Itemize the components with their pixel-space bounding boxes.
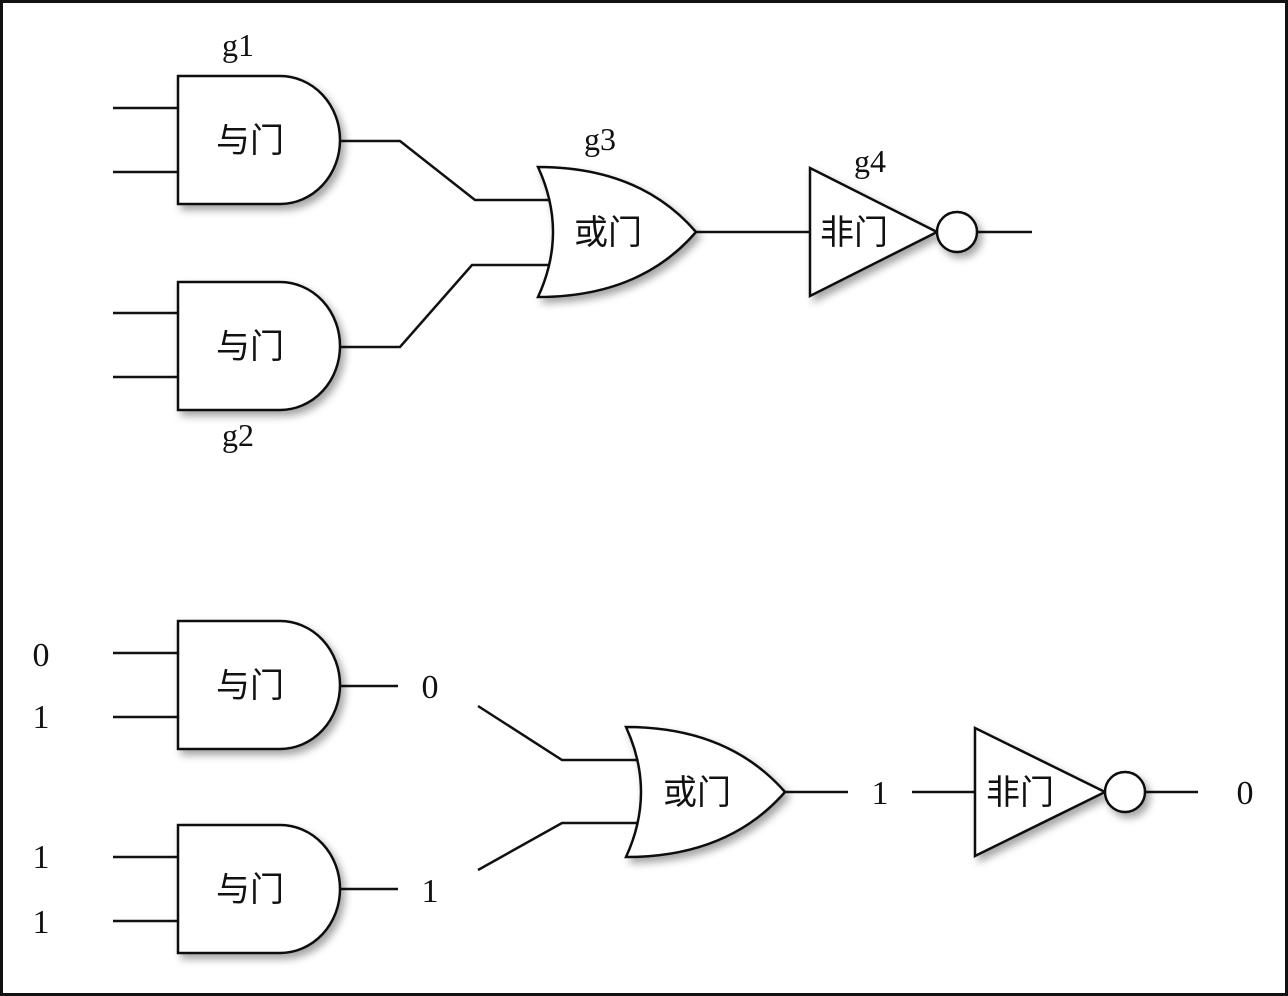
or-gate-example [624,725,787,859]
bottom-circuit: 与门 与门 或门 非门 0 1 1 1 0 1 1 0 [33,619,1254,955]
and-gate-g2 [176,280,342,412]
or-gate-g3 [536,165,698,299]
and-gate-example-1 [176,619,342,751]
and1-input-a-value: 0 [33,637,50,674]
and2-output-value: 1 [422,873,439,910]
g1-to-g3-wire [337,139,550,202]
gate-name-g1: g1 [222,27,254,63]
or-output-value: 1 [872,775,889,812]
and-gate-g2-label: 与门 [216,327,284,367]
and-gate-example-1-label: 与门 [216,666,284,706]
not-gate-example-label: 非门 [986,773,1054,813]
not-gate-g4-label: 非门 [820,213,888,253]
not-gate-g4 [808,165,979,299]
gate-name-g4: g4 [854,143,886,179]
or-input-b-wire [477,821,638,872]
top-circuit: 与门 g1 与门 g2 或门 g3 非门 g4 [113,27,1032,453]
and-gate-g1 [176,74,342,206]
gate-name-g2: g2 [222,417,254,453]
and2-input-b-value: 1 [33,904,50,941]
or-gate-example-label: 或门 [663,773,731,813]
not-gate-example [973,725,1147,859]
gate-name-g3: g3 [584,121,616,157]
and1-input-b-value: 1 [33,699,50,736]
and-gate-g1-label: 与门 [216,121,284,161]
and1-output-value: 0 [422,669,439,706]
not-output-value: 0 [1237,775,1254,812]
and-gate-example-2-label: 与门 [216,870,284,910]
and2-input-a-value: 1 [33,839,50,876]
or-gate-g3-label: 或门 [574,213,642,253]
and-gate-example-2 [176,823,342,955]
g2-to-g3-wire [337,263,550,349]
or-input-a-wire [477,704,638,762]
